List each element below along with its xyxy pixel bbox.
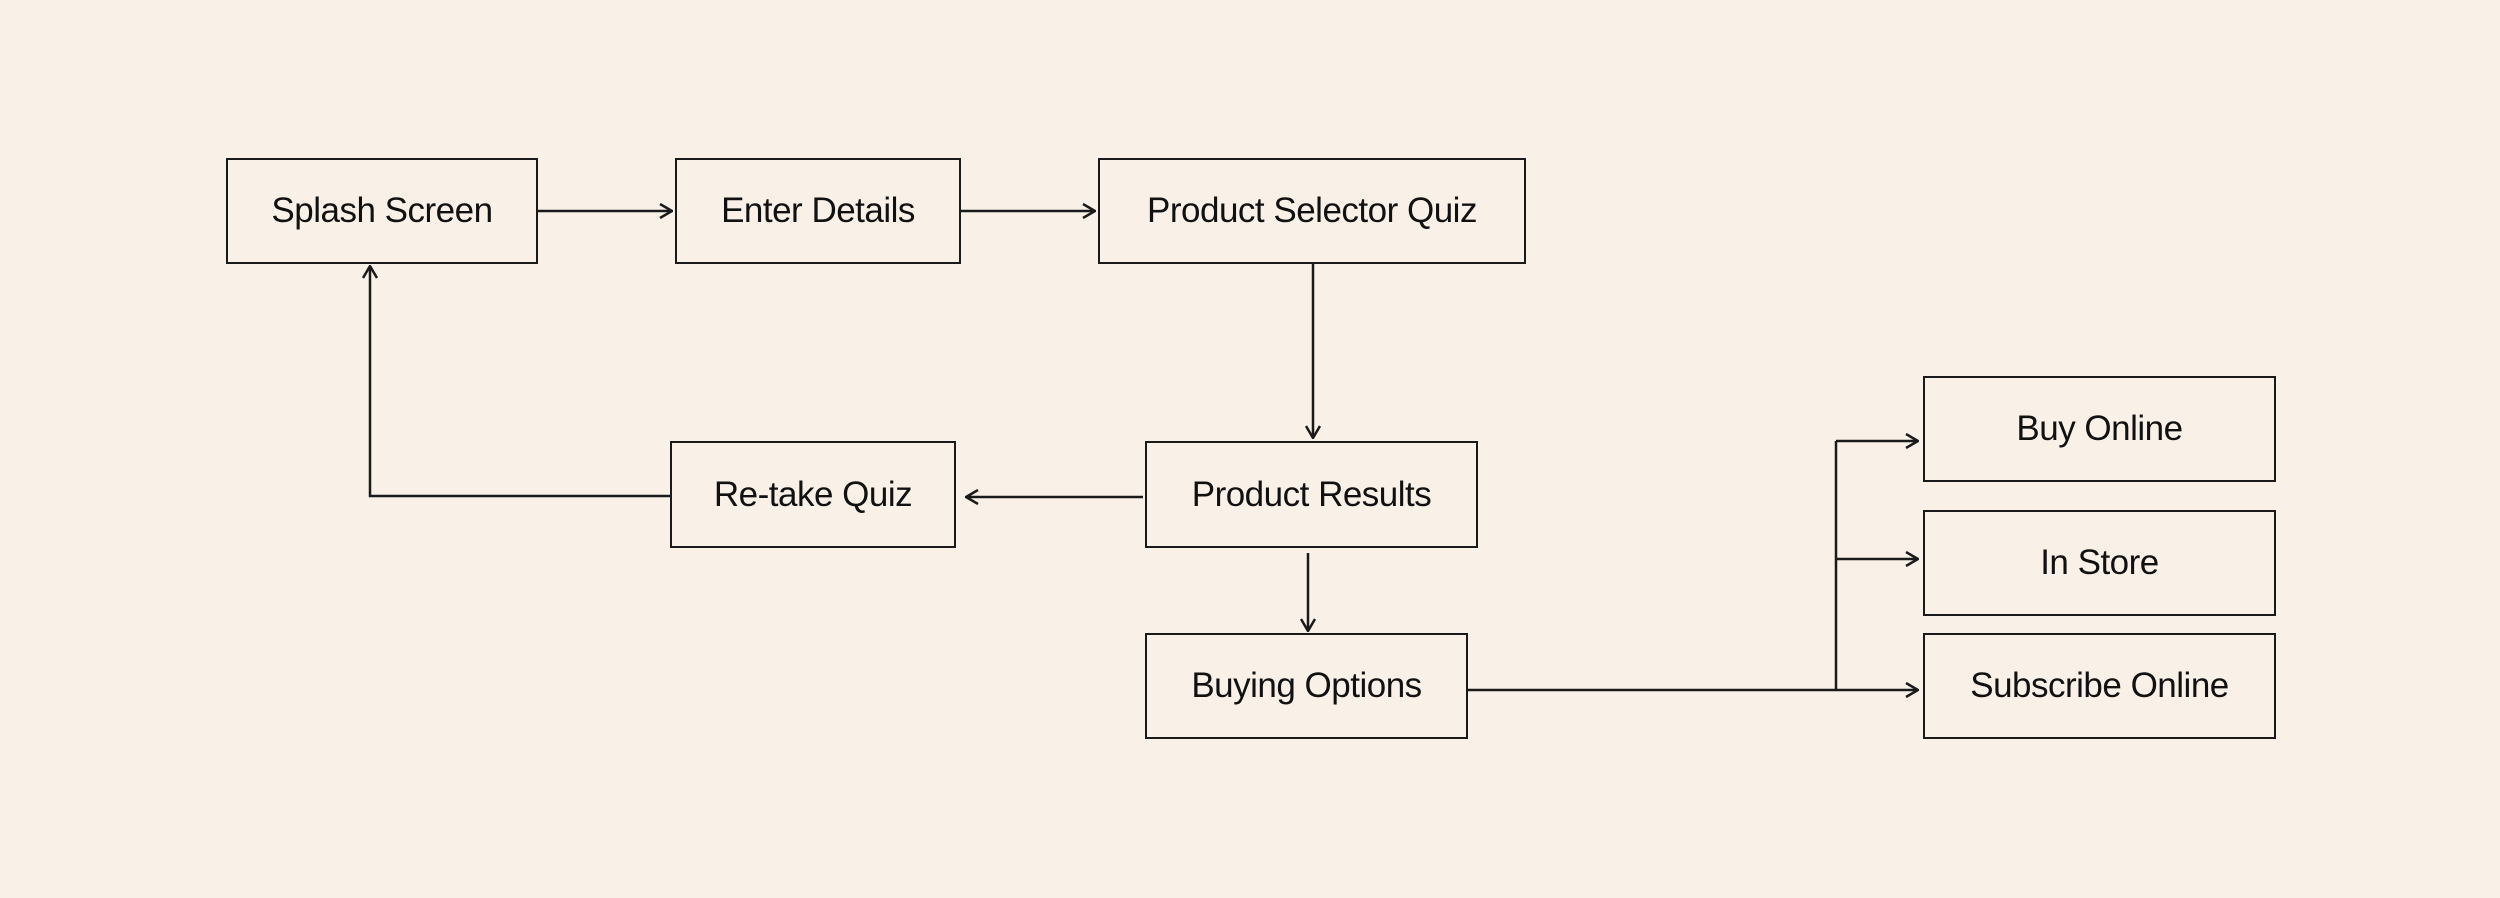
node-re-take-quiz: Re-take Quiz: [670, 441, 956, 548]
node-label: Buy Online: [2016, 409, 2183, 448]
node-label: Subscribe Online: [1970, 666, 2229, 705]
arrow-retake-to-splash: [370, 266, 670, 498]
node-label: In Store: [2040, 543, 2159, 582]
node-buy-online: Buy Online: [1923, 376, 2276, 482]
node-splash-screen: Splash Screen: [226, 158, 538, 264]
node-label: Buying Options: [1191, 666, 1422, 705]
node-label: Product Selector Quiz: [1147, 191, 1477, 230]
node-label: Product Results: [1191, 474, 1432, 514]
node-label: Splash Screen: [271, 191, 493, 230]
node-product-results: Product Results: [1145, 441, 1478, 548]
node-label: Re-take Quiz: [713, 474, 913, 514]
node-label: Enter Details: [721, 191, 915, 230]
node-product-selector-quiz: Product Selector Quiz: [1098, 158, 1526, 264]
node-subscribe-online: Subscribe Online: [1923, 633, 2276, 739]
node-in-store: In Store: [1923, 510, 2276, 616]
node-buying-options: Buying Options: [1145, 633, 1468, 739]
node-enter-details: Enter Details: [675, 158, 961, 264]
